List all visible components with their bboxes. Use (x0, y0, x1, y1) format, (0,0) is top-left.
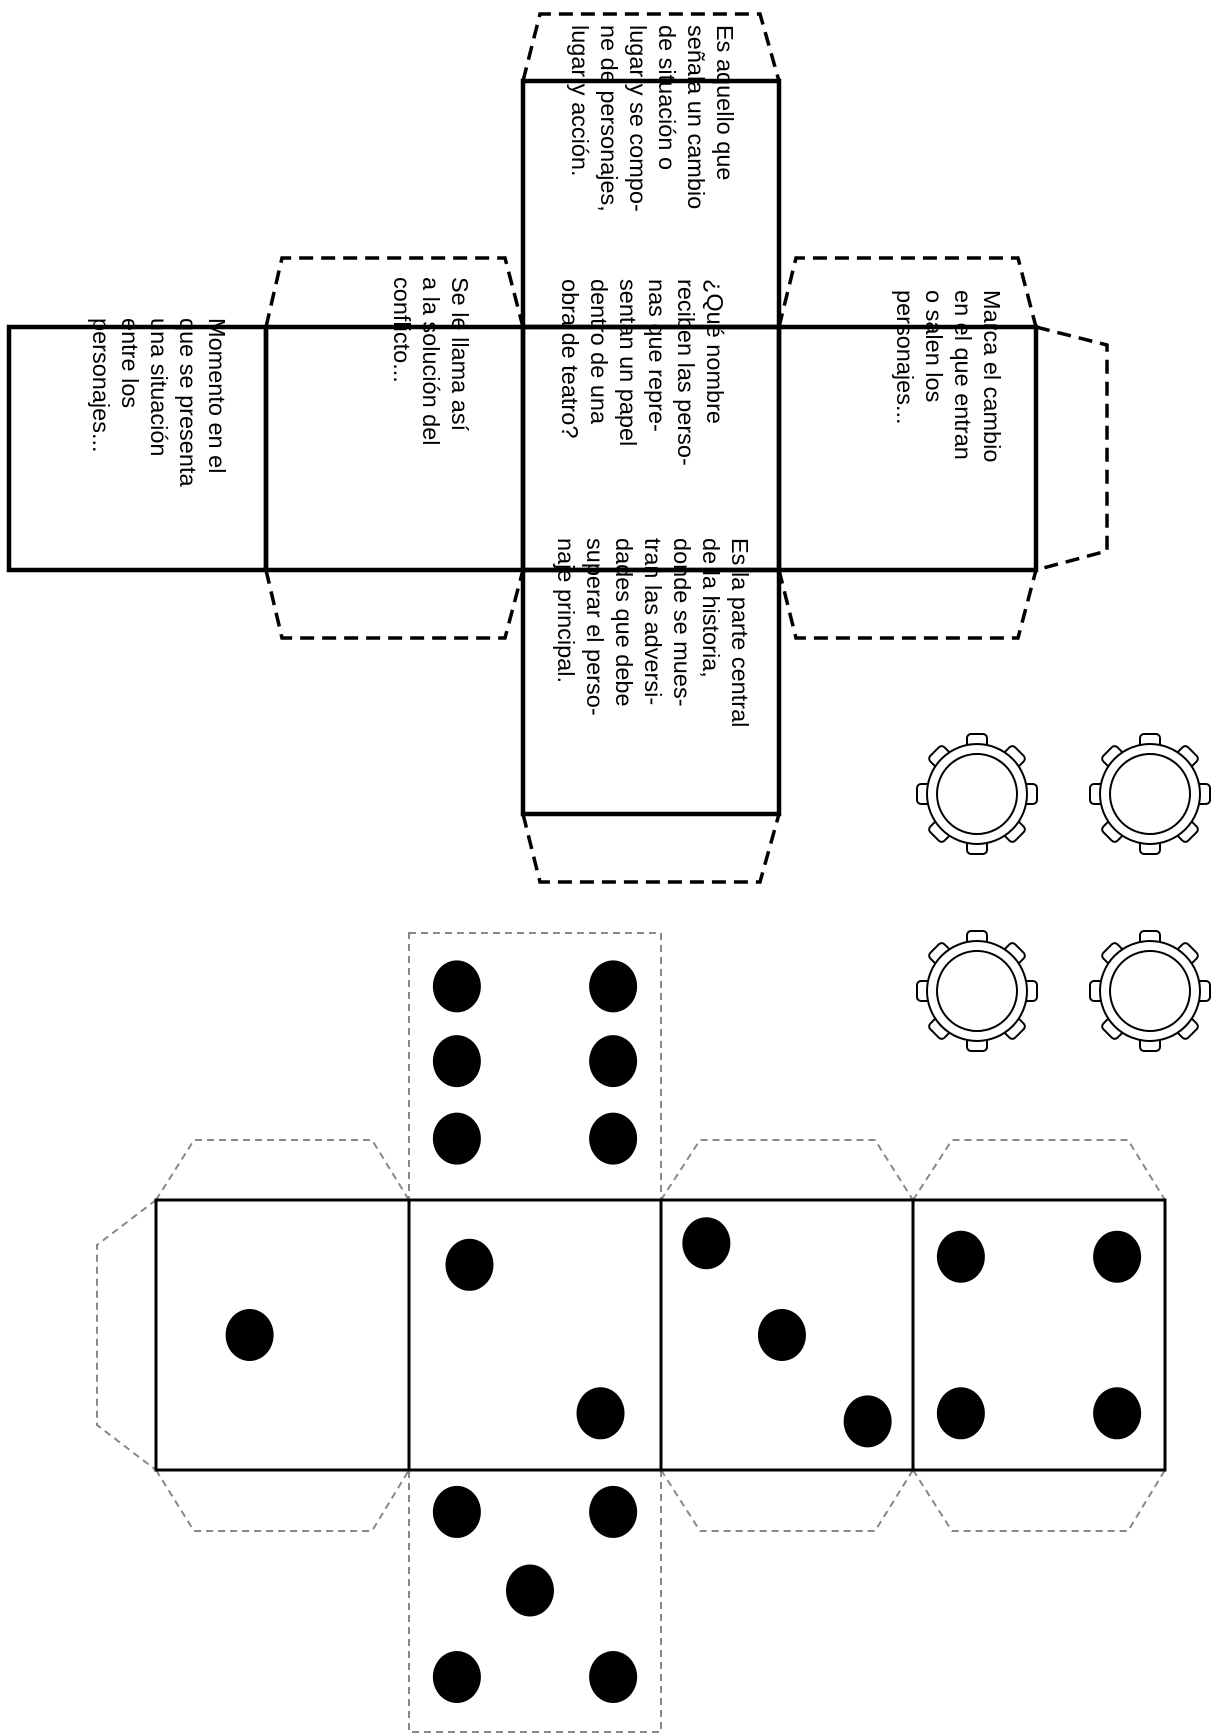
glue-tab (660, 1469, 914, 1532)
glue-tab (96, 1199, 157, 1471)
glue-tab (155, 1139, 410, 1201)
die-pip (936, 1230, 985, 1283)
die-pip (432, 1650, 481, 1703)
die-pip (589, 1035, 638, 1088)
face-text-left-outer: Momento en el que se presenta una situac… (88, 318, 230, 487)
game-tokens (916, 733, 1211, 1052)
die-pip (445, 1238, 494, 1291)
glue-tab (777, 256, 1038, 328)
die-pip (682, 1217, 731, 1270)
die-pip (757, 1309, 806, 1361)
die-pip (432, 960, 481, 1013)
die-pip (576, 1387, 625, 1440)
die-pip (505, 1564, 554, 1617)
die-pip (225, 1309, 274, 1361)
glue-tab (521, 813, 781, 884)
face-text-right: Marca el cambio en el que entran o salen… (892, 290, 1005, 463)
token-icon (916, 930, 1038, 1052)
die-pip (432, 1035, 481, 1088)
glue-tab (155, 1469, 410, 1532)
die-face-one (154, 1198, 411, 1472)
die-pip (1093, 1387, 1142, 1440)
die-face-right (776, 324, 1039, 573)
die-pip (843, 1395, 892, 1448)
die-face-bottom (520, 567, 782, 817)
token-icon (916, 733, 1038, 855)
face-text-left-inner: Se le llama así a la solución del confli… (389, 277, 473, 446)
glue-tab (1035, 325, 1109, 572)
glue-tab (521, 12, 781, 82)
die-face-four (911, 1198, 1167, 1472)
die-face-left-outer (6, 324, 269, 573)
die-pip (1093, 1230, 1142, 1283)
glue-tab (264, 256, 525, 328)
glue-tab (660, 1139, 914, 1201)
die-pip (589, 1485, 638, 1538)
glue-tab (912, 1139, 1166, 1201)
die-pip (589, 960, 638, 1013)
die-pip (589, 1112, 638, 1165)
die-face-two (407, 1198, 663, 1472)
face-text-bottom: Es la parte central de la historia, dond… (553, 538, 753, 728)
die-pip (432, 1485, 481, 1538)
glue-tab (912, 1469, 1166, 1532)
die-face-six-outline (408, 932, 662, 1201)
die-pip (432, 1112, 481, 1165)
die-pip (936, 1387, 985, 1440)
number-die-net (96, 932, 1167, 1733)
die-pip (589, 1650, 638, 1703)
token-icon (1089, 930, 1211, 1052)
question-die-net (6, 12, 1109, 884)
glue-tab (264, 569, 525, 640)
glue-tab (777, 569, 1038, 640)
token-icon (1089, 733, 1211, 855)
